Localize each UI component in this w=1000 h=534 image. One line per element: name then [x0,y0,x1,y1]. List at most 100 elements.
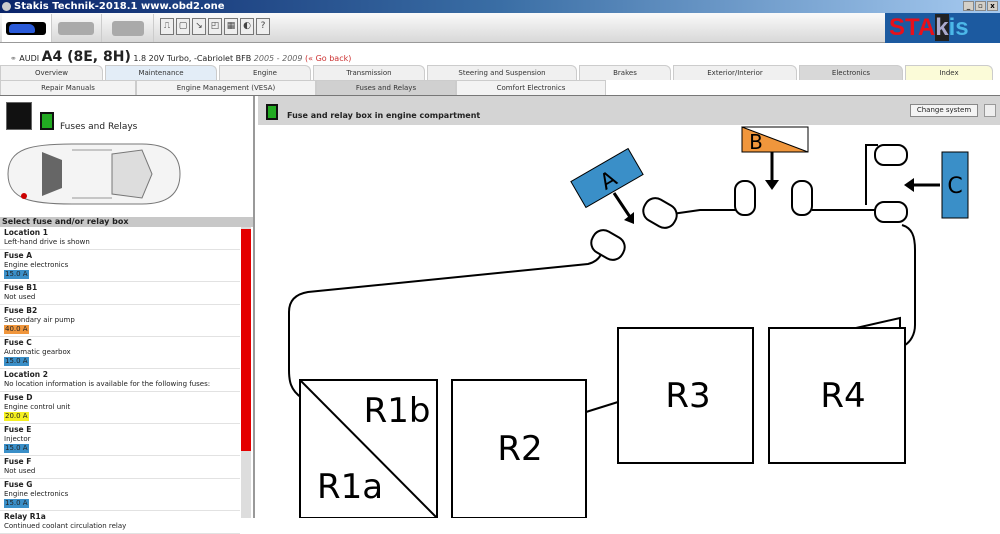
scrollbar-thumb[interactable] [241,229,251,451]
tab-index[interactable]: Index [905,65,993,80]
diagnosis-button[interactable] [52,14,102,42]
item-title: Location 2 [4,370,48,379]
fuse-c-slot-2 [874,201,908,223]
wire-r2-r3 [585,401,619,413]
item-title: Fuse D [4,393,33,402]
close-button[interactable]: x [987,1,998,11]
item-title: Fuse G [4,480,33,489]
print-icon[interactable] [984,104,996,117]
svg-text:C: C [947,174,962,199]
app-icon [2,2,11,11]
item-title: Fuse C [4,338,32,347]
wire-r4 [855,316,901,329]
amperage-badge: 15.0 A [4,499,29,508]
fuse-a-slot-1 [590,229,626,261]
subtab-fuses-relays[interactable]: Fuses and Relays [316,80,456,95]
main-tabs: Overview Maintenance Engine Transmission… [0,65,1000,80]
camera-icon [112,21,144,36]
subtab-comfort-electronics[interactable]: Comfort Electronics [456,80,606,95]
workshop-button[interactable] [104,14,154,42]
tab-exterior[interactable]: Exterior/Interior [673,65,797,80]
item-title: Fuse E [4,425,32,434]
tab-electronics[interactable]: Electronics [799,65,903,80]
relay-r4 [768,327,906,464]
fuse-box-icon [6,102,32,130]
relay-r3 [617,327,754,464]
item-title: Location 1 [4,228,48,237]
subtab-engine-management[interactable]: Engine Management (VESA) [136,80,316,95]
amperage-badge: 40.0 A [4,325,29,334]
vehicle-model: A4 (8E, 8H) [41,49,131,65]
label-a: A [570,147,644,209]
tab-brakes[interactable]: Brakes [579,65,671,80]
amperage-badge: 15.0 A [4,270,29,279]
tab-maintenance[interactable]: Maintenance [105,65,217,80]
change-system-button[interactable]: Change system [910,104,978,117]
audi-logo-icon: ⚭ [10,54,20,63]
tab-overview[interactable]: Overview [0,65,103,80]
minimize-button[interactable]: _ [963,1,974,11]
sub-tabs: Repair Manuals Engine Management (VESA) … [0,80,1000,95]
item-desc: Engine control unit [4,403,71,411]
subtab-repair-manuals[interactable]: Repair Manuals [0,80,136,95]
tab-steering[interactable]: Steering and Suspension [427,65,577,80]
manual-icon[interactable]: ⎍ [160,18,174,35]
main-header: Fuse and relay box in engine compartment… [258,96,1000,125]
r1a-label: R1a [317,467,383,507]
restore-button[interactable]: ▫ [975,1,986,11]
toolbar: ⎍ ▢ ↘ ◰ ▦ ◐ ? [0,13,1000,43]
item-desc: Not used [4,467,36,475]
r4-label: R4 [820,376,865,416]
copy-icon[interactable]: ▢ [176,18,190,35]
amperage-badge: 15.0 A [4,357,29,366]
globe-icon[interactable]: ◐ [240,18,254,35]
main-panel: Fuse and relay box in engine compartment… [258,96,1000,518]
window-title: Stakis Technik-2018.1 www.obd2.one [14,1,225,12]
item-title: Fuse B2 [4,306,38,315]
amperage-badge: 20.0 A [4,412,29,421]
module-icon [58,22,94,35]
tab-transmission[interactable]: Transmission [313,65,425,80]
fuse-c-slot-1 [874,144,908,166]
left-panel: Fuses and Relays Select fuse and/or rela… [0,96,255,534]
stakis-logo: STAkis [885,13,1000,43]
car-select-button[interactable] [2,14,52,42]
go-back-link[interactable]: (« Go back) [305,54,352,63]
item-desc: Secondary air pump [4,316,75,324]
wire-top [664,209,880,216]
list-scrollbar[interactable] [241,227,251,518]
item-title: Fuse A [4,251,33,260]
item-desc: Automatic gearbox [4,348,71,356]
wire-right [901,224,916,346]
edit-icon[interactable]: ↘ [192,18,206,35]
r3-label: R3 [665,376,710,416]
fuse-relay-diagram: A B C R1b R1a R2 R3 R4 [288,126,969,518]
car-top-view [7,143,181,205]
svg-text:B: B [749,130,763,154]
title-bar: Stakis Technik-2018.1 www.obd2.one _▫x [0,0,1000,13]
item-desc: Engine electronics [4,490,69,498]
label-c: C [941,151,969,219]
calculator-icon[interactable]: ▦ [224,18,238,35]
window-add-icon[interactable]: ◰ [208,18,222,35]
label-b: B [741,126,809,154]
relay-r2 [451,379,587,518]
fuse-b-slot-2 [791,180,813,216]
item-title: Fuse B1 [4,283,38,292]
car-icon [6,22,46,35]
item-desc: Engine electronics [4,261,69,269]
tab-engine[interactable]: Engine [219,65,311,80]
item-desc: Injector [4,435,31,443]
help-icon[interactable]: ? [256,18,270,35]
